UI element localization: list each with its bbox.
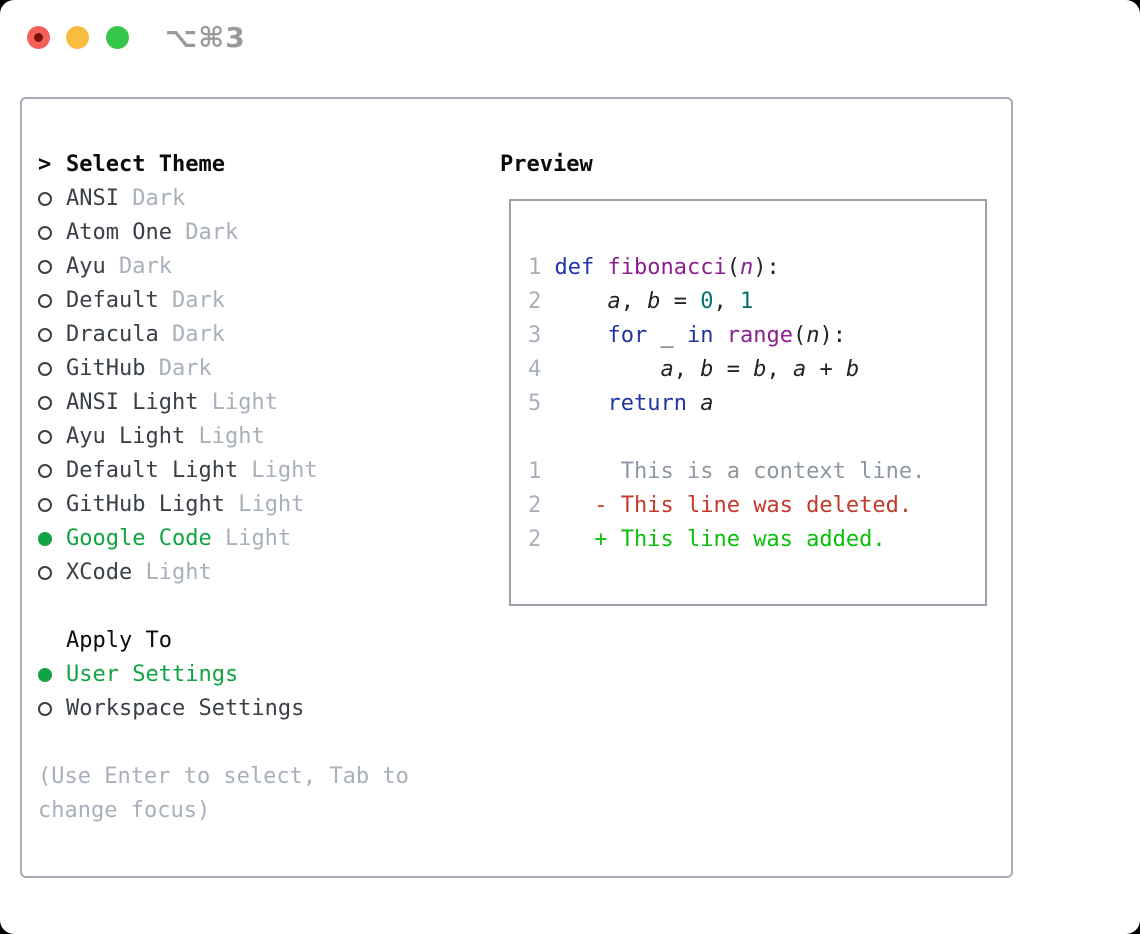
option-label: GitHub Light — [66, 492, 225, 517]
theme-option[interactable]: ANSI Light Light — [38, 386, 488, 420]
gap — [38, 590, 488, 624]
radio-unselected-icon — [38, 498, 66, 512]
preview-line: 2 + This line was added. — [528, 527, 886, 552]
preview-line: 2 a, b = 0, 1 — [528, 289, 754, 314]
theme-option[interactable]: Dracula Dark — [38, 318, 488, 352]
option-variant-label: Dark — [158, 288, 225, 313]
option-variant-label: Light — [198, 390, 278, 415]
radio-unselected-icon — [38, 464, 66, 478]
preview-line — [528, 421, 925, 455]
theme-option[interactable]: Default Dark — [38, 284, 488, 318]
theme-option[interactable]: Google Code Light — [38, 522, 488, 556]
theme-option[interactable]: Default Light Light — [38, 454, 488, 488]
option-variant-label: Light — [238, 458, 318, 483]
radio-selected-icon — [38, 532, 66, 546]
option-variant-label: Light — [224, 492, 305, 517]
apply-to-option[interactable]: Workspace Settings — [38, 692, 488, 726]
theme-option[interactable]: XCode Light — [38, 556, 488, 590]
radio-unselected-icon — [38, 362, 66, 376]
radio-unselected-icon — [38, 226, 66, 240]
close-button[interactable] — [27, 25, 50, 49]
title-bar: ⌥⌘3 — [0, 0, 1140, 74]
preview-line: 3 for _ in range(n): — [528, 323, 846, 348]
select-theme-header: > Select Theme — [38, 148, 488, 182]
radio-unselected-icon — [38, 702, 66, 716]
theme-option[interactable]: Ayu Light Light — [38, 420, 488, 454]
option-label: Workspace Settings — [66, 696, 305, 721]
theme-option[interactable]: Ayu Dark — [38, 250, 488, 284]
option-variant-label: Light — [211, 526, 292, 551]
preview-title: Preview — [500, 152, 593, 177]
radio-unselected-icon — [38, 430, 66, 444]
radio-unselected-icon — [38, 192, 66, 206]
option-label: Default Light — [66, 458, 239, 483]
apply-to-option[interactable]: User Settings — [38, 658, 488, 692]
option-variant-label: Dark — [105, 254, 172, 279]
preview-line: 2 - This line was deleted. — [528, 493, 913, 518]
theme-option[interactable]: ANSI Dark — [38, 182, 488, 216]
option-label: Atom One — [66, 220, 172, 245]
hint-text: (Use Enter to select, Tab to change focu… — [38, 764, 409, 823]
option-label: Google Code — [66, 526, 212, 551]
option-label: GitHub — [66, 356, 146, 381]
radio-unselected-icon — [38, 260, 66, 274]
gap — [38, 726, 488, 760]
preview-box: 1 def fibonacci(n): 2 a, b = 0, 1 3 for _ … — [509, 199, 987, 606]
preview-line: 5 return a — [528, 391, 714, 416]
option-variant-label: Dark — [118, 186, 186, 211]
window-shortcut-label: ⌥⌘3 — [165, 20, 246, 54]
option-label: Ayu — [66, 254, 106, 279]
radio-unselected-icon — [38, 396, 66, 410]
option-variant-label: Dark — [171, 220, 239, 245]
theme-option[interactable]: GitHub Dark — [38, 352, 488, 386]
radio-unselected-icon — [38, 566, 66, 580]
radio-unselected-icon — [38, 328, 66, 342]
prompt-icon: > — [38, 152, 52, 177]
preview-line: 4 a, b = b, a + b — [528, 357, 860, 382]
minimize-button[interactable] — [66, 25, 89, 49]
option-label: ANSI — [66, 186, 119, 211]
theme-option[interactable]: GitHub Light Light — [38, 488, 488, 522]
zoom-button[interactable] — [106, 25, 129, 49]
option-label: Ayu Light — [66, 424, 186, 449]
select-theme-title: Select Theme — [66, 152, 225, 177]
option-label: XCode — [66, 560, 133, 585]
radio-unselected-icon — [38, 294, 66, 308]
option-variant-label: Dark — [145, 356, 212, 381]
preview-line: 1 This is a context line. — [528, 459, 926, 484]
option-label: User Settings — [66, 662, 239, 687]
preview-code: 1 def fibonacci(n): 2 a, b = 0, 1 3 for _ … — [528, 251, 925, 557]
option-label: ANSI Light — [66, 390, 199, 415]
theme-option[interactable]: Atom One Dark — [38, 216, 488, 250]
preview-line: 1 def fibonacci(n): — [528, 255, 780, 280]
option-variant-label: Dark — [158, 322, 225, 347]
option-variant-label: Light — [185, 424, 265, 449]
option-variant-label: Light — [132, 560, 212, 585]
option-label: Dracula — [66, 322, 159, 347]
apply-to-header: Apply To — [38, 624, 488, 658]
option-label: Default — [66, 288, 159, 313]
apply-to-title: Apply To — [66, 628, 172, 653]
radio-selected-icon — [38, 668, 66, 682]
